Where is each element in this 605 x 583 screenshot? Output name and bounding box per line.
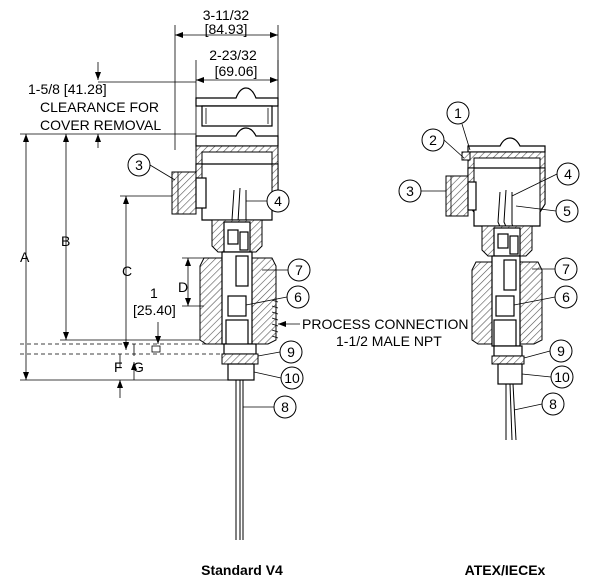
svg-text:7: 7 — [295, 262, 303, 278]
housing-head — [171, 127, 279, 239]
svg-text:4: 4 — [274, 193, 282, 209]
callout-3-left: 3 — [127, 153, 176, 181]
npt-threads — [271, 299, 279, 339]
inner-width-label: 2-23/32 — [209, 47, 257, 63]
housing-cover — [195, 87, 279, 127]
housing-head-atex — [445, 137, 546, 237]
clearance-dimension: 1-5/8 [41.28] CLEARANCE FOR COVER REMOVA… — [20, 62, 196, 148]
callout-10-right: 10 — [521, 365, 574, 389]
callout-4-left: 4 — [246, 189, 290, 213]
svg-text:8: 8 — [549, 396, 557, 412]
overall-width-mm-label: [84.93] — [205, 21, 248, 37]
process-connection-line2: 1-1/2 MALE NPT — [336, 333, 442, 349]
svg-text:6: 6 — [294, 289, 302, 305]
dim-f-label: F — [114, 359, 123, 375]
clearance-line2: COVER REMOVAL — [40, 117, 161, 133]
svg-text:9: 9 — [287, 344, 295, 360]
svg-text:9: 9 — [557, 343, 565, 359]
svg-text:2: 2 — [429, 132, 437, 148]
process-connection-line1: PROCESS CONNECTION — [302, 316, 468, 332]
callout-1-right: 1 — [446, 101, 471, 151]
dim-d-label: D — [178, 279, 188, 295]
callout-7-right: 7 — [532, 257, 578, 281]
callout-6-right: 6 — [513, 285, 578, 309]
callout-4-right: 4 — [511, 162, 580, 197]
one-inch-mm-label: [25.40] — [133, 302, 176, 318]
svg-text:7: 7 — [562, 261, 570, 277]
inner-width-mm-label: [69.06] — [215, 63, 258, 79]
vertical-dimensions: A B C D 1 [25.40] — [20, 134, 228, 398]
sensor-body — [199, 219, 279, 540]
svg-text:5: 5 — [563, 203, 571, 219]
callout-8-left: 8 — [243, 395, 297, 419]
process-connection-note: PROCESS CONNECTION 1-1/2 MALE NPT — [278, 316, 468, 349]
overall-width-label: 3-11/32 — [203, 7, 250, 23]
svg-text:6: 6 — [562, 289, 570, 305]
callout-9-left: 9 — [257, 340, 303, 364]
callout-3-right: 3 — [398, 179, 446, 203]
dim-a-label: A — [20, 249, 30, 265]
callout-5-right: 5 — [515, 199, 579, 223]
clearance-value: 1-5/8 [41.28] — [28, 81, 107, 97]
svg-text:3: 3 — [135, 157, 143, 173]
callout-8-right: 8 — [513, 392, 565, 416]
dim-b-label: B — [61, 233, 70, 249]
sensor-body-atex — [471, 225, 543, 441]
svg-text:10: 10 — [284, 370, 300, 386]
svg-text:8: 8 — [281, 399, 289, 415]
caption-standard-v4: Standard V4 — [201, 562, 283, 578]
callout-10-left: 10 — [253, 366, 304, 390]
svg-text:4: 4 — [564, 166, 572, 182]
callout-7-left: 7 — [262, 258, 311, 282]
callout-6-left: 6 — [245, 285, 310, 309]
atex-iecex-drawing: 1 2 3 4 5 7 6 — [398, 101, 580, 578]
standard-v4-drawing: 3-11/32 [84.93] 2-23/32 [69.06] 1-5/8 [4… — [20, 7, 468, 578]
width-dimension-3-11-32: 3-11/32 [84.93] — [174, 7, 279, 150]
one-inch-label: 1 — [150, 285, 158, 301]
svg-text:3: 3 — [406, 183, 414, 199]
svg-text:1: 1 — [454, 105, 462, 121]
width-dimension-2-23-32: 2-23/32 [69.06] — [195, 47, 279, 150]
callout-9-right: 9 — [523, 339, 573, 363]
dim-c-label: C — [122, 263, 132, 279]
callout-2-right: 2 — [421, 128, 465, 159]
dim-g-label: G — [133, 359, 144, 375]
caption-atex-iecex: ATEX/IECEx — [465, 562, 546, 578]
clearance-line1: CLEARANCE FOR — [40, 99, 159, 115]
svg-text:10: 10 — [554, 369, 570, 385]
